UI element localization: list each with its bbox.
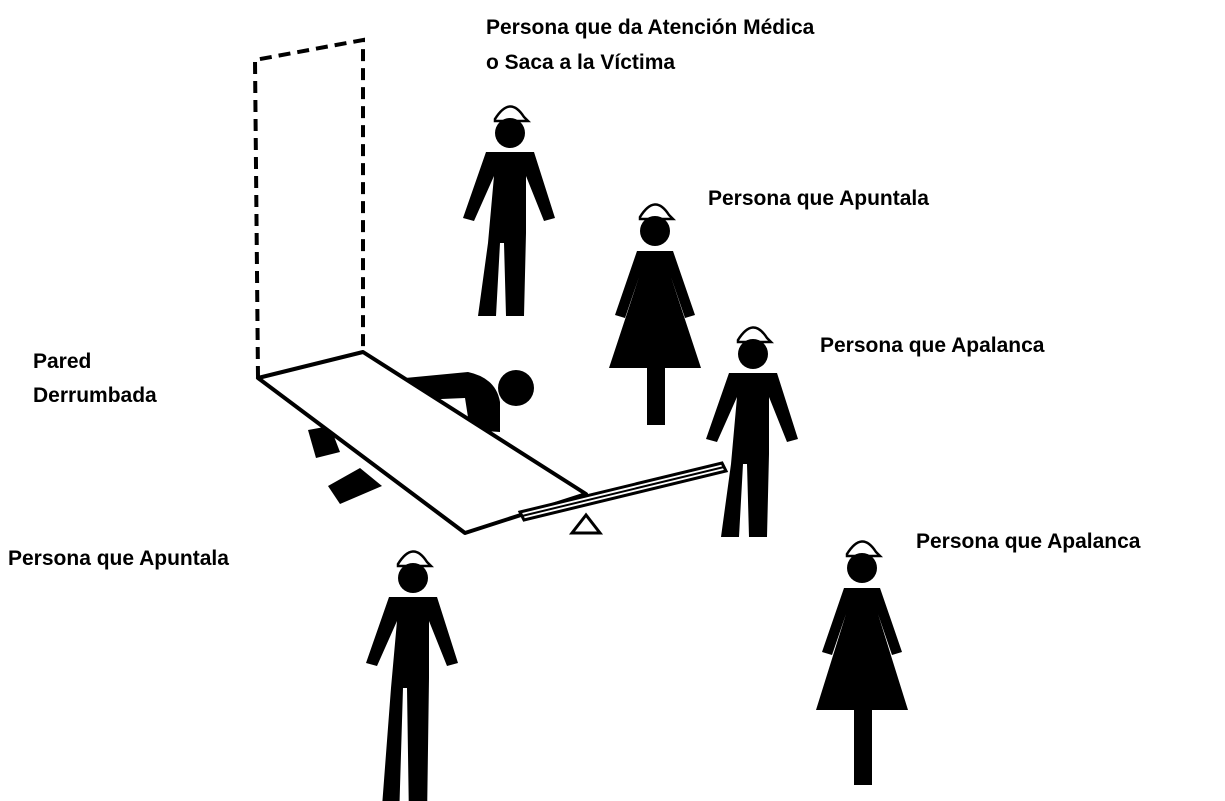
- label-medical-aid-line2: o Saca a la Víctima: [486, 51, 675, 74]
- victim-head: [498, 370, 534, 406]
- wall-original-position-outline: [252, 37, 365, 379]
- victim-torso: [405, 372, 500, 432]
- collapsed-wall-slab: [256, 350, 588, 535]
- label-lever-bottom: Persona que Apalanca: [916, 530, 1141, 553]
- lever-bar-edge: [521, 466, 725, 517]
- label-medical-aid-line1: Persona que da Atención Médica: [486, 16, 815, 39]
- label-lever-top: Persona que Apalanca: [820, 334, 1045, 357]
- female-body-icon: [816, 588, 908, 785]
- hard-hat-icon: [493, 105, 532, 123]
- person-lever-bottom: [816, 540, 908, 785]
- male-body-icon: [366, 597, 458, 801]
- male-body-icon: [706, 373, 798, 537]
- head-icon: [495, 118, 525, 148]
- label-shoring-bottom: Persona que Apuntala: [8, 547, 229, 570]
- hard-hat-icon: [396, 550, 435, 568]
- hard-hat-icon: [736, 326, 775, 344]
- victim-figure: [308, 370, 534, 504]
- head-icon: [640, 216, 670, 246]
- label-wall-line2: Derrumbada: [33, 384, 157, 407]
- hard-hat-icon: [845, 540, 884, 558]
- head-icon: [398, 563, 428, 593]
- person-shoring-top: [609, 203, 701, 425]
- label-shoring-top: Persona que Apuntala: [708, 187, 929, 210]
- female-body-icon: [609, 251, 701, 425]
- label-wall-line1: Pared: [33, 350, 91, 373]
- person-lever-top: [706, 326, 798, 537]
- head-icon: [738, 339, 768, 369]
- head-icon: [847, 553, 877, 583]
- person-medical-aid: [463, 105, 555, 316]
- victim-leg: [328, 468, 382, 504]
- hard-hat-icon: [638, 203, 677, 221]
- male-body-icon: [463, 152, 555, 316]
- person-shoring-bottom: [366, 550, 458, 801]
- fulcrum-triangle: [568, 512, 604, 535]
